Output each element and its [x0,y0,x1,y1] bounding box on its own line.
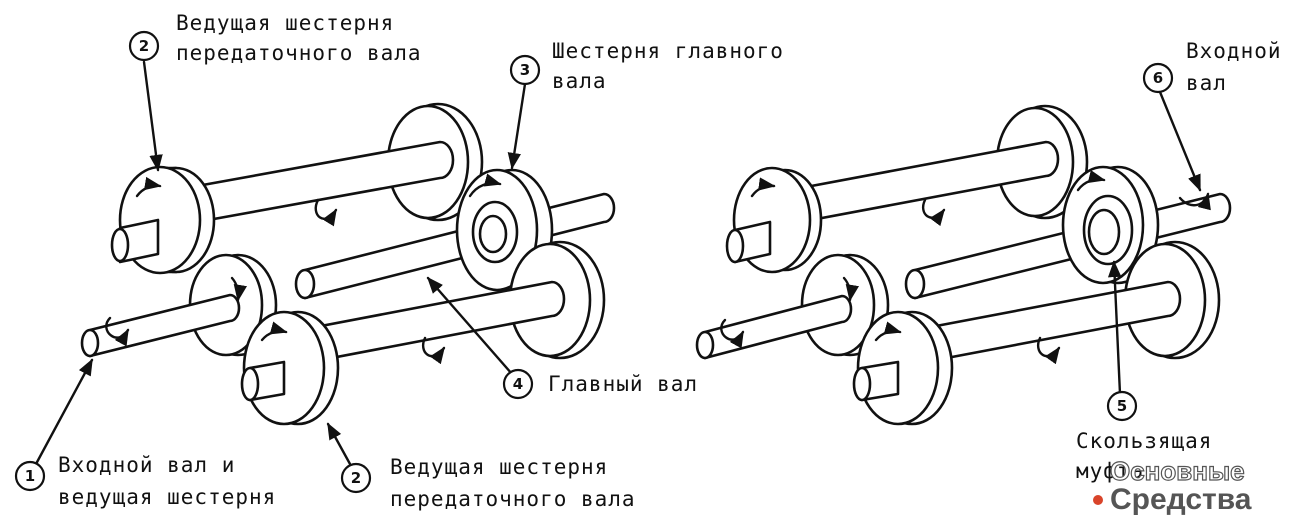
callout-6: 6 Входной вал [1142,39,1282,95]
right-assembly [695,104,1232,426]
callout-label-line1: Шестерня главного [552,39,784,63]
callout-3: 3 Шестерня главного вала [509,39,784,93]
callout-1: 1 Входной вал и ведущая шестерня [14,453,276,509]
callout-label-line1: Входной вал и [58,453,235,477]
callout-label-line1: Ведущая шестерня [176,11,394,35]
watermark-line2: Средства [1110,483,1252,516]
callout-label-line2: муфта [1076,459,1144,483]
callout-label-line2: ведущая шестерня [58,485,276,509]
callout-number: 6 [1153,69,1163,87]
callout-number: 4 [513,375,523,393]
watermark-logo: Основные Средства [1093,455,1252,516]
left-main-shaft [294,168,616,300]
right-upper-countershaft [725,104,1089,274]
callout-5: 5 Скользящая муфта [1076,390,1212,483]
callout-number: 1 [25,467,35,485]
callout-number: 5 [1117,397,1127,415]
right-input-shaft [695,253,890,360]
leader-1 [34,358,94,466]
callout-number: 2 [139,37,149,55]
callout-label-line1: Входной [1186,39,1282,63]
callout-badge [1142,62,1174,94]
callout-badge [14,460,46,492]
callout-badge [1106,390,1138,422]
leader-2-top [142,60,163,172]
left-lower-countershaft [240,240,606,426]
left-upper-countershaft [110,102,484,275]
callout-badge [502,368,534,400]
callout-label-line2: вал [1186,71,1227,95]
leader-6 [1158,90,1202,192]
callout-2-bottom: 2 Ведущая шестерня передаточного вала [340,455,636,511]
callout-label-line1: Скользящая [1076,429,1212,453]
callout-number: 2 [351,469,361,487]
callout-4: 4 Главный вал [502,368,698,400]
callout-number: 3 [520,61,530,79]
callout-badge [509,54,541,86]
callout-badge [340,462,372,494]
watermark-line1: Основные [1110,456,1245,486]
callout-label-line2: передаточного вала [390,487,636,511]
callout-2-top: 2 Ведущая шестерня передаточного вала [128,11,422,65]
leader-2-bottom [326,422,352,466]
callout-label-line2: передаточного вала [176,41,422,65]
right-main-shaft [904,165,1232,300]
leader-4 [426,276,514,376]
right-lower-countershaft [852,240,1221,426]
left-input-shaft [80,253,278,358]
callout-label-line1: Главный вал [548,372,698,396]
leader-5 [1107,260,1122,396]
callout-label-line1: Ведущая шестерня [390,455,608,479]
leader-3 [507,82,527,170]
leader-lines [34,60,1202,466]
callout-label-line2: вала [552,69,607,93]
watermark-dot-icon [1093,495,1103,505]
left-assembly [80,102,616,426]
callout-badge [128,30,160,62]
